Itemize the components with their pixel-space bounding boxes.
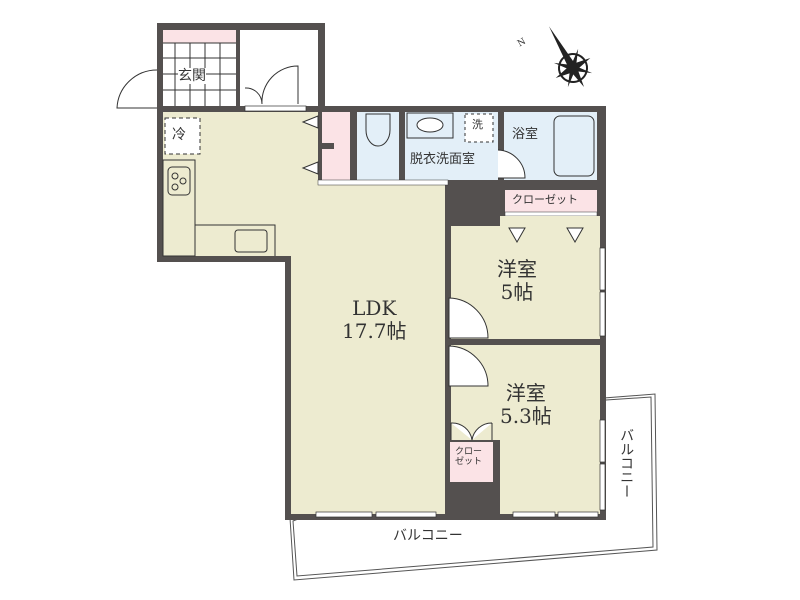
closet-small-doors bbox=[450, 422, 493, 441]
western-room-1-label: 洋室 5帖 bbox=[497, 258, 537, 304]
fridge-symbol: 冷 bbox=[172, 127, 186, 143]
ldk-size: 17.7帖 bbox=[342, 319, 407, 343]
compass-icon bbox=[549, 26, 593, 88]
vanity bbox=[406, 112, 454, 139]
western-room-2-label: 洋室 5.3帖 bbox=[500, 382, 552, 428]
windows bbox=[244, 105, 606, 518]
closet-top bbox=[505, 190, 597, 212]
ldk-floor bbox=[163, 112, 445, 514]
closet-small-line2: ゼット bbox=[455, 457, 483, 468]
western-room-2-name: 洋室 bbox=[505, 381, 546, 405]
closet-small-line1: クロー bbox=[455, 447, 483, 457]
fridge-space bbox=[164, 117, 201, 155]
kitchen-counter-l bbox=[194, 160, 276, 256]
entrance-step bbox=[163, 30, 236, 43]
balcony-right-label: バルコニー bbox=[618, 428, 635, 498]
western-room-1-size: 5帖 bbox=[500, 280, 534, 304]
closet-top-label: クローゼット bbox=[512, 193, 578, 206]
bath-label: 浴室 bbox=[512, 127, 539, 142]
room2-door bbox=[448, 345, 489, 387]
room1-door bbox=[448, 297, 489, 339]
ldk-label: LDK 17.7帖 bbox=[342, 297, 407, 343]
entrance-label: 玄関 bbox=[178, 68, 206, 85]
washer-space bbox=[464, 113, 494, 143]
closet-small bbox=[450, 442, 493, 482]
western-room-1-name: 洋室 bbox=[497, 257, 537, 281]
balcony-bottom-label: バルコニー bbox=[393, 528, 463, 544]
washroom-label: 脱衣洗面室 bbox=[410, 152, 476, 167]
closet-door bbox=[244, 65, 299, 105]
bath-door bbox=[497, 149, 526, 179]
western-room-2-size: 5.3帖 bbox=[500, 404, 552, 428]
closet-small-label: クロー ゼット bbox=[455, 447, 482, 468]
front-door bbox=[116, 69, 158, 109]
washer-symbol: 洗 bbox=[472, 118, 483, 131]
bathtub bbox=[553, 115, 595, 177]
ldk-name: LDK bbox=[352, 296, 397, 320]
toilet-icon bbox=[365, 113, 391, 147]
shoe-closet bbox=[240, 30, 318, 106]
sink-icon bbox=[234, 229, 268, 253]
stove-icon bbox=[167, 166, 191, 196]
